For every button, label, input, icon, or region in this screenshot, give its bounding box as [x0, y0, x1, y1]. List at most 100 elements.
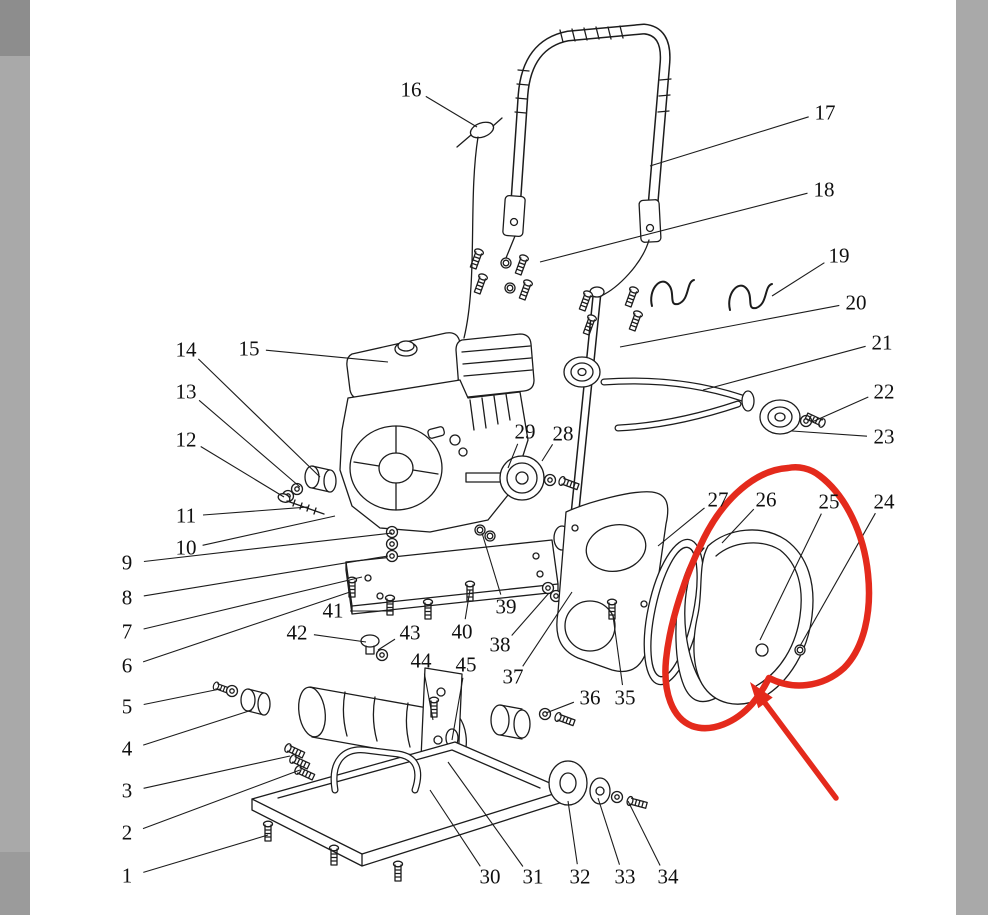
leader-line-5 [143, 688, 221, 706]
part-label-33: 33 [614, 864, 636, 889]
engine [339, 332, 535, 533]
part-label-26: 26 [755, 487, 777, 512]
part-label-27: 27 [707, 487, 729, 512]
top-left-corner-block [0, 0, 30, 56]
part-label-44: 44 [410, 648, 432, 673]
engine-mount-plate [345, 524, 563, 620]
annotation-arrow-head [750, 682, 773, 709]
annotation-arrow-shaft [762, 700, 839, 801]
leader-line-9 [143, 532, 393, 563]
handle-grip-hatch [514, 25, 672, 114]
part-label-30: 30 [479, 864, 501, 889]
air-cleaner [455, 333, 535, 398]
leader-line-44 [423, 673, 434, 721]
leader-line-11 [202, 506, 309, 516]
part-label-5: 5 [121, 694, 133, 719]
leader-line-45 [451, 677, 464, 741]
roller-wheel-right [759, 399, 801, 435]
leader-line-40 [464, 589, 471, 620]
part-label-31: 31 [522, 864, 544, 889]
leader-line-30 [429, 789, 481, 867]
leader-line-33 [597, 797, 621, 865]
part-label-11: 11 [175, 503, 197, 528]
part-label-16: 16 [400, 77, 422, 102]
part-label-34: 34 [657, 864, 679, 889]
coupling [490, 704, 577, 740]
part-label-24: 24 [873, 489, 895, 514]
leader-line-32 [567, 800, 578, 865]
part-label-45: 45 [455, 652, 477, 677]
part-label-43: 43 [399, 620, 421, 645]
leader-line-17 [649, 116, 809, 167]
leader-line-38 [511, 592, 550, 636]
leader-line-13 [198, 399, 301, 488]
belt-guard-cover [693, 529, 814, 705]
leader-line-6 [142, 591, 351, 663]
part-label-42: 42 [286, 620, 308, 645]
part-label-9: 9 [121, 550, 133, 575]
part-label-3: 3 [121, 778, 133, 803]
part-label-20: 20 [845, 290, 867, 315]
leader-line-2 [142, 769, 301, 830]
leader-line-37 [522, 591, 573, 667]
guard-bracket-plate [556, 491, 669, 673]
starter-grip [427, 426, 445, 439]
throttle-lever [456, 117, 503, 339]
leader-line-34 [627, 800, 661, 866]
leader-line-18 [539, 192, 808, 263]
part-label-19: 19 [828, 243, 850, 268]
handle-mount-right [638, 199, 662, 243]
part-label-39: 39 [495, 594, 517, 619]
transport-wheels [548, 760, 649, 811]
part-label-7: 7 [121, 619, 133, 644]
axle-end [741, 390, 755, 412]
roller-wheel-left [563, 356, 601, 388]
part-label-1: 1 [121, 863, 133, 888]
right-gray-strip [956, 0, 988, 915]
leader-line-39 [481, 532, 502, 595]
exciter-assembly [298, 634, 577, 765]
part-label-36: 36 [579, 685, 601, 710]
handle-hardware [468, 247, 644, 337]
leader-line-42 [313, 634, 367, 643]
leader-line-36 [545, 701, 575, 714]
part-label-35: 35 [614, 685, 636, 710]
leader-line-14 [197, 358, 321, 478]
part-label-4: 4 [121, 736, 133, 761]
handle-mount-left [502, 194, 526, 238]
part-label-14: 14 [175, 337, 197, 362]
part-label-10: 10 [175, 535, 197, 560]
part-label-8: 8 [121, 585, 133, 610]
part-label-41: 41 [322, 598, 344, 623]
leader-line-26 [721, 508, 755, 544]
spring-left [650, 279, 695, 307]
part-label-22: 22 [873, 379, 895, 404]
part-label-32: 32 [569, 864, 591, 889]
leader-line-23 [791, 430, 868, 437]
wheel-kit [563, 279, 828, 435]
leader-line-15 [265, 349, 389, 363]
leader-line-20 [619, 304, 840, 348]
part-label-37: 37 [502, 664, 524, 689]
pulley-assembly [499, 455, 581, 501]
part-label-38: 38 [489, 632, 511, 657]
part-label-6: 6 [121, 653, 133, 678]
leader-line-35 [612, 615, 624, 686]
leader-line-8 [143, 555, 389, 597]
leader-line-29 [507, 443, 519, 469]
leader-line-1 [143, 834, 269, 873]
left-gray-strip [0, 0, 30, 915]
leader-line-12 [200, 446, 285, 498]
leader-line-22 [811, 396, 869, 423]
leader-line-10 [202, 515, 336, 546]
bottom-left-corner-block [0, 852, 30, 915]
leader-line-4 [143, 709, 253, 746]
leader-line-19 [771, 262, 825, 297]
part-label-13: 13 [175, 379, 197, 404]
crankshaft [465, 472, 503, 483]
leader-line-16 [425, 95, 478, 128]
leader-line-31 [447, 761, 524, 867]
part-label-21: 21 [871, 330, 893, 355]
